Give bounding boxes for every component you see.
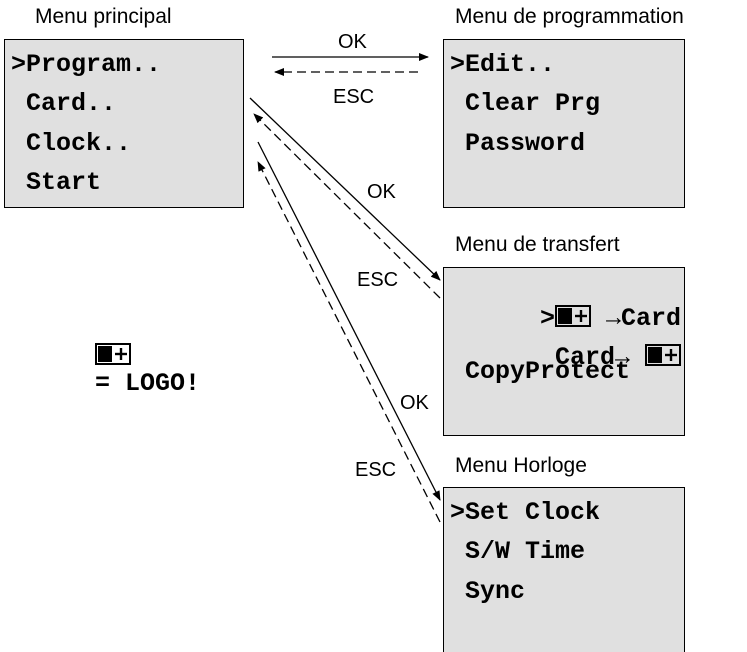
menu-item-suffix: →Card [591,304,682,333]
label-esc-program: ESC [333,86,375,108]
label-ok-transfer: OK [367,181,396,203]
label-ok-clock: OK [400,392,429,414]
main-menu-title: Menu principal [35,5,172,28]
label-esc-clock: ESC [355,459,397,481]
menu-item-set-clock[interactable]: >Set Clock [450,498,601,527]
legend-text: = LOGO! [95,369,201,398]
programming-menu-title: Menu de programmation [455,5,684,28]
menu-item-card-to-logo[interactable]: Card→ [450,319,682,397]
ok-arrow-transfer [249,97,441,281]
main-menu-screen: >Program.. Card.. Clock.. Start [4,39,244,208]
menu-item-card[interactable]: Card.. [11,89,117,118]
menu-item-clear-prg[interactable]: Clear Prg [450,89,601,118]
transfer-menu-title: Menu de transfert [455,233,620,256]
menu-item-program[interactable]: >Program.. [11,50,162,79]
menu-item-edit[interactable]: >Edit.. [450,50,556,79]
logo-module-icon [95,343,132,371]
esc-arrow-transfer [253,113,441,299]
label-esc-transfer: ESC [357,269,399,291]
menu-item-start[interactable]: Start [11,168,102,197]
legend: = LOGO! [35,318,200,421]
transfer-menu-screen: > →Card Card→ CopyProtect [443,267,685,436]
menu-item-password[interactable]: Password [450,129,586,158]
menu-item-prefix: > [540,304,556,333]
ok-arrow-clock [257,141,441,501]
logo-module-icon [555,305,592,333]
label-ok-program: OK [338,31,367,53]
menu-item-sw-time[interactable]: S/W Time [450,537,586,566]
menu-item-sync[interactable]: Sync [450,577,526,606]
logo-module-icon [645,344,682,372]
clock-menu-title: Menu Horloge [455,454,587,477]
clock-menu-screen: >Set Clock S/W Time Sync [443,487,685,652]
menu-item-logo-to-card[interactable]: > →Card [450,280,681,358]
esc-arrow-clock [257,161,441,523]
programming-menu-screen: >Edit.. Clear Prg Password [443,39,685,208]
menu-item-clock[interactable]: Clock.. [11,129,132,158]
menu-item-prefix: Card→ [540,343,646,372]
menu-item-copyprotect[interactable]: CopyProtect [450,357,631,386]
